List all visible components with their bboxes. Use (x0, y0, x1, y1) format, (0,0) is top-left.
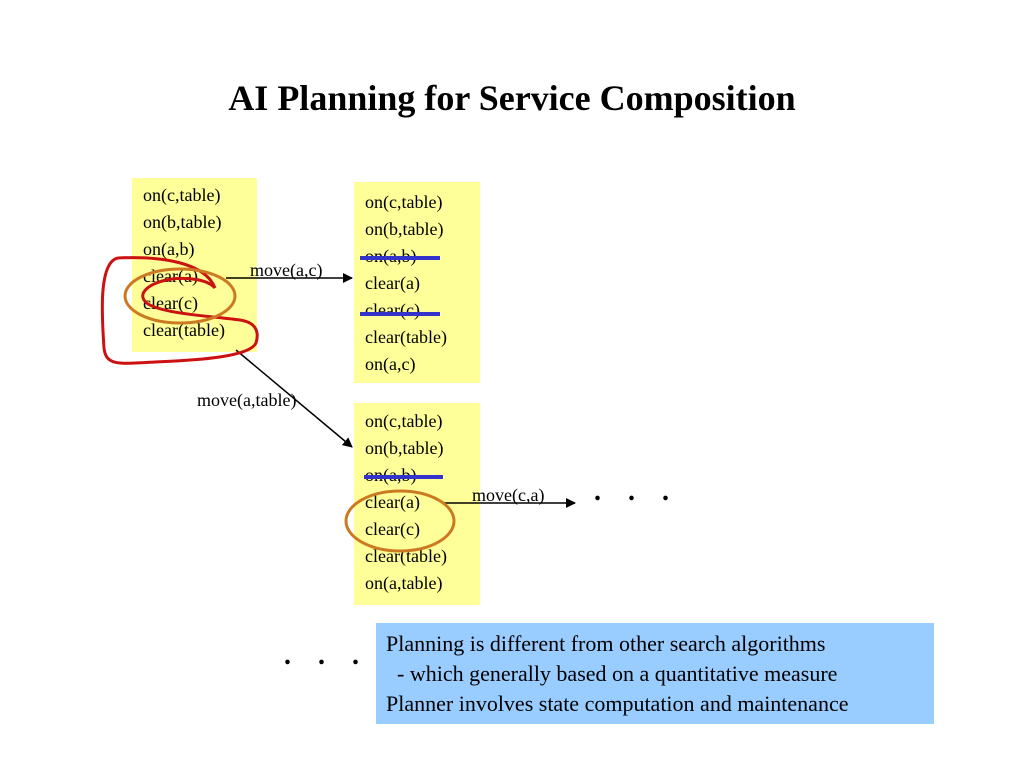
fact: clear(a) (143, 266, 198, 286)
fact: clear(table) (365, 546, 447, 566)
action-label-move-a-table: move(a,table) (197, 390, 297, 410)
fact: clear(table) (365, 327, 447, 347)
action-label-move-c-a: move(c,a) (472, 485, 545, 505)
action-label-move-a-c: move(a,c) (250, 260, 323, 280)
fact-added: on(a,c) (365, 354, 416, 374)
fact: clear(a) (365, 492, 420, 512)
notes-box: Planning is different from other search … (376, 623, 934, 724)
fact-added: on(a,table) (365, 573, 443, 593)
fact: on(b,table) (365, 438, 444, 458)
state-box-after-move-a-c: on(c,table) on(b,table) on(a,b) clear(a)… (354, 182, 480, 383)
fact-deleted: on(a,b) (365, 246, 417, 266)
ellipsis-continuation: . . . (594, 476, 679, 507)
fact: clear(table) (143, 320, 225, 340)
fact: clear(c) (143, 293, 198, 313)
fact: clear(c) (365, 519, 420, 539)
fact: on(c,table) (365, 192, 443, 212)
fact-deleted: on(a,b) (365, 465, 417, 485)
fact: on(b,table) (365, 219, 444, 239)
note-line: - which generally based on a quantitativ… (386, 661, 838, 686)
fact: on(c,table) (143, 185, 221, 205)
note-line: Planner involves state computation and m… (386, 691, 849, 716)
fact: on(c,table) (365, 411, 443, 431)
state-box-initial: on(c,table) on(b,table) on(a,b) clear(a)… (132, 178, 257, 352)
state-box-after-move-a-table: on(c,table) on(b,table) on(a,b) clear(a)… (354, 403, 480, 605)
ellipsis-more-branches: . . . (284, 640, 369, 671)
fact: on(b,table) (143, 212, 222, 232)
fact: on(a,b) (143, 239, 195, 259)
fact: clear(a) (365, 273, 420, 293)
note-line: Planning is different from other search … (386, 631, 826, 656)
fact-deleted: clear(c) (365, 300, 420, 320)
page-title: AI Planning for Service Composition (228, 78, 796, 118)
